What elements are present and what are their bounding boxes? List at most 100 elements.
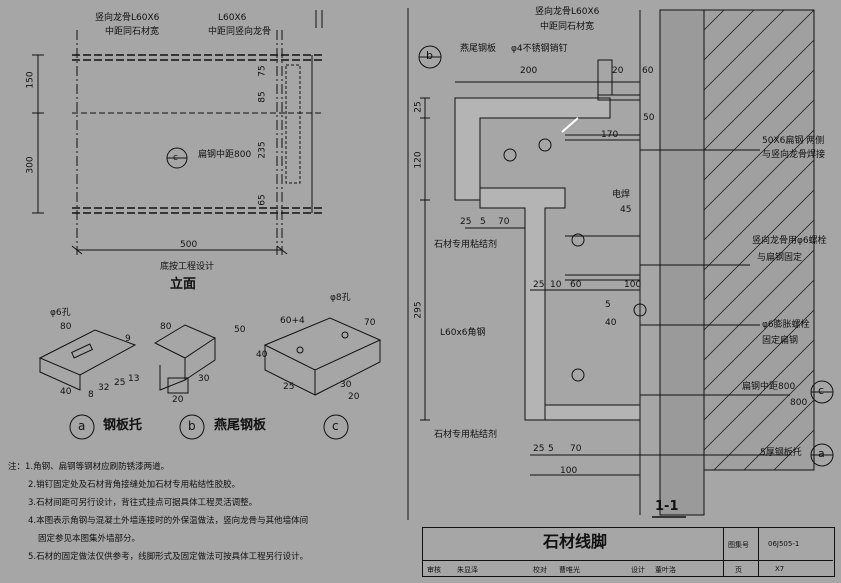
sec-dim: 40 bbox=[605, 318, 617, 328]
part-c-dim: 25 bbox=[283, 382, 295, 392]
reviewer-label: 审核 bbox=[427, 566, 441, 574]
elev-marker-c: c bbox=[173, 153, 178, 163]
elevation-title: 立面 bbox=[170, 277, 197, 292]
sec-dim: 70 bbox=[570, 444, 582, 454]
drawing-title: 石材线脚 bbox=[543, 532, 608, 551]
sec-dim: 10 bbox=[550, 280, 562, 290]
sec-label-glue-2: 石材专用粘结剂 bbox=[434, 430, 498, 440]
designer-label: 设计 bbox=[631, 566, 645, 574]
part-c-dim: 60+4 bbox=[280, 316, 305, 326]
sec-dim: 200 bbox=[520, 66, 538, 76]
sec-label-keel: 竖向龙骨L60X6 bbox=[535, 7, 600, 17]
elev-label-keel: 竖向龙骨L60X6 bbox=[95, 13, 160, 23]
dim-500: 500 bbox=[180, 240, 198, 250]
part-b-dim: 20 bbox=[172, 395, 184, 405]
checker-label: 校对 bbox=[533, 566, 547, 574]
part-b-name: 燕尾钢板 bbox=[214, 418, 267, 433]
part-b-dim: 80 bbox=[160, 322, 172, 332]
sec-label-dovetail: 燕尾钢板 bbox=[460, 44, 497, 54]
checker-name: 曹唯光 bbox=[559, 566, 580, 574]
reviewer-name: 朱显泽 bbox=[457, 566, 478, 574]
note-3: 3.石材间距可另行设计，背往式挂点可据具体工程灵活调整。 bbox=[28, 498, 258, 508]
sec-label-800: 800 bbox=[790, 398, 808, 408]
dim-235: 235 bbox=[257, 141, 268, 159]
sec-label-fix-flat: 固定扁钢 bbox=[762, 336, 799, 346]
sec-dim: 295 bbox=[413, 301, 424, 319]
part-a-dim: 80 bbox=[60, 322, 72, 332]
sec-label-plate: 5厚钢板托 bbox=[760, 448, 802, 458]
atlas-label: 图集号 bbox=[728, 541, 749, 549]
part-a-marker: a bbox=[78, 419, 86, 433]
part-b-dim: 30 bbox=[198, 374, 210, 384]
note-1: 注：1.角钢、扁钢等钢材应刷防锈漆两道。 bbox=[8, 462, 170, 472]
note-2: 2.销钉固定处及石材背角接缝处加石材专用粘结性胶胶。 bbox=[28, 480, 241, 490]
part-c-dim: 30 bbox=[340, 380, 352, 390]
part-a-hole: φ6孔 bbox=[50, 308, 71, 318]
sec-dim: 25 bbox=[533, 444, 545, 454]
sec-label-weld: 电焊 bbox=[612, 190, 631, 200]
section-title: 1-1 bbox=[655, 499, 679, 514]
page-label: 页 bbox=[735, 566, 742, 574]
part-c-dim: 70 bbox=[364, 318, 376, 328]
part-a-dim: 25 bbox=[114, 378, 126, 388]
sec-label-bolt: 竖向龙骨用φ6螺栓 bbox=[752, 236, 827, 246]
elev-label-spacing-2: 中距同竖向龙骨 bbox=[208, 27, 272, 37]
page-number: X7 bbox=[775, 565, 785, 573]
sec-dim: 170 bbox=[601, 130, 619, 140]
dim-75: 75 bbox=[257, 65, 268, 77]
part-c-marker: c bbox=[332, 419, 339, 433]
part-a-dim: 9 bbox=[125, 334, 131, 344]
section-marker-a: a bbox=[818, 447, 825, 460]
dim-65: 65 bbox=[257, 194, 268, 206]
dim-300: 300 bbox=[25, 156, 36, 174]
sec-dim: 5 bbox=[548, 444, 554, 454]
designer-name: 董叶洛 bbox=[655, 566, 676, 574]
sec-dim: 50 bbox=[643, 113, 655, 123]
sec-label-flat-steel: 50X6扁钢 两侧 bbox=[762, 136, 825, 146]
part-c-dim: 40 bbox=[256, 350, 268, 360]
elev-center-note: 扁钢中距800 bbox=[198, 150, 252, 160]
sec-dim: 20 bbox=[612, 66, 624, 76]
sec-label-spacing: 中距同石材宽 bbox=[540, 22, 595, 32]
section-marker-c: c bbox=[818, 384, 825, 397]
sec-label-glue-1: 石材专用粘结剂 bbox=[434, 240, 498, 250]
note-4: 4.本图表示角钢与混凝土外墙连接时的外保温做法，竖向龙骨与其他墙体间 bbox=[28, 516, 309, 526]
sec-label-fix: 与扁钢固定 bbox=[757, 253, 803, 263]
part-c-dim: 20 bbox=[348, 392, 360, 402]
part-a-dim: 13 bbox=[128, 374, 140, 384]
sec-label-spacing-800: 扁钢中距800 bbox=[742, 382, 796, 392]
elev-label-spacing: 中距同石材宽 bbox=[105, 27, 160, 37]
sec-dim: 100 bbox=[624, 280, 642, 290]
sec-label-expansion-bolt: φ6膨胀螺栓 bbox=[762, 320, 810, 330]
part-a-dim: 8 bbox=[88, 390, 94, 400]
dim-150: 150 bbox=[25, 71, 36, 89]
sec-dim: 5 bbox=[605, 300, 611, 310]
dim-85: 85 bbox=[257, 91, 268, 103]
part-b-marker: b bbox=[188, 419, 196, 433]
atlas-number: 06J505-1 bbox=[768, 540, 800, 548]
part-b-dim: 50 bbox=[234, 325, 246, 335]
sec-dim: 25 bbox=[460, 217, 472, 227]
sec-dim: 70 bbox=[498, 217, 510, 227]
note-5: 5.石材的固定做法仅供参考，线脚形式及固定做法可按具体工程另行设计。 bbox=[28, 552, 309, 562]
sec-dim: 120 bbox=[413, 151, 424, 169]
sec-dim: 60 bbox=[570, 280, 582, 290]
part-a-name: 钢板托 bbox=[103, 418, 143, 433]
section-marker-b: b bbox=[426, 49, 433, 62]
sec-dim: 25 bbox=[533, 280, 545, 290]
sec-label-weld-keel: 与竖向龙骨焊接 bbox=[762, 150, 826, 160]
sec-dim: 100 bbox=[560, 466, 578, 476]
sec-label-angle: L60x6角钢 bbox=[440, 328, 486, 338]
elev-bottom-note: 底按工程设计 bbox=[160, 262, 215, 272]
sec-dim: 60 bbox=[642, 66, 654, 76]
part-a-dim: 32 bbox=[98, 383, 110, 393]
sec-dim: 45 bbox=[620, 205, 632, 215]
title-block: 石材线脚 图集号 06J505-1 页 X7 审核 朱显泽 校对 曹唯光 设计 … bbox=[422, 527, 835, 577]
part-a-dim: 40 bbox=[60, 387, 72, 397]
elev-label-angle: L60X6 bbox=[218, 13, 247, 23]
sec-dim: 25 bbox=[413, 101, 424, 113]
sec-label-pin: φ4不锈钢销钉 bbox=[511, 44, 568, 54]
part-c-hole: φ8孔 bbox=[330, 293, 351, 303]
